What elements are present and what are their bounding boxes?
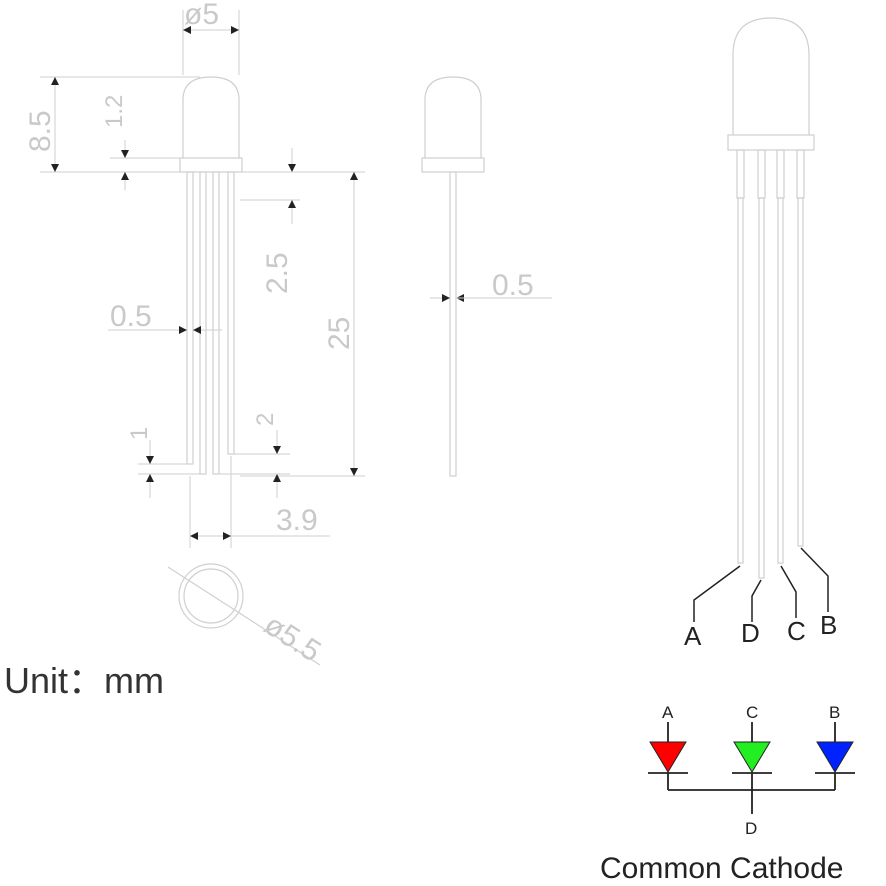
schematic-label-a: A [662,703,674,722]
dim-total-height: 8.5 [24,110,57,152]
side-lens [424,76,482,158]
dim-lead-width: 0.5 [110,300,152,333]
dim-flange-height: 1.2 [101,95,128,128]
led-leads [736,149,805,579]
schematic-label-d: D [745,819,757,838]
schematic-label-c: C [746,703,758,722]
side-flange [421,157,485,173]
unit-label: Unit：mm [4,660,164,701]
pin-leader-lines [693,547,829,622]
diameter-line [167,566,321,666]
pin-label-a: A [684,621,702,651]
lens-circle [183,568,239,624]
front-view [179,76,243,475]
pin-label-d: D [741,618,760,648]
pin-label-b: B [820,610,837,640]
side-view [421,76,485,477]
dim-lead-section: 2.5 [261,252,294,294]
dim-lead-thickness: 0.5 [492,269,534,302]
front-lens [182,76,240,158]
dim-lead-span: 3.9 [276,504,318,537]
front-leads [186,171,235,475]
front-flange [179,157,243,173]
blue-diode-icon [816,741,854,773]
green-diode-icon [733,741,771,773]
dim-lens-diameter: ø5 [184,0,219,31]
red-diode-icon [649,741,687,773]
flange-circle [178,563,244,629]
led-dome [732,17,810,135]
side-lead [449,171,457,477]
bottom-view [167,563,321,666]
schematic-caption: Common Cathode [600,852,844,885]
schematic-label-b: B [829,703,840,722]
led-perspective [727,17,815,579]
front-dimensions [40,10,365,548]
dim-lead-length: 25 [323,317,356,350]
schematic [648,722,855,814]
pin-label-c: C [787,616,806,646]
led-base [727,134,815,151]
dim-lead-offset-right: 2 [252,413,279,426]
dim-flange-diameter: ø5.5 [258,608,326,668]
dim-lead-offset-left: 1 [126,427,153,440]
